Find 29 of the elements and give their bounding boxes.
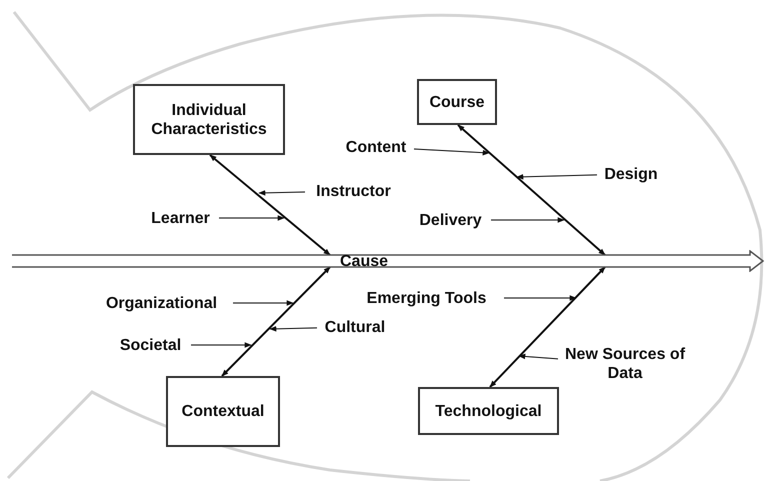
arrow xyxy=(269,326,318,332)
cause-label: New Sources of Data xyxy=(558,344,692,384)
arrow xyxy=(504,295,577,301)
arrow xyxy=(518,354,558,360)
arrow xyxy=(516,174,598,180)
arrow xyxy=(490,217,565,223)
cause-label: Societal xyxy=(110,335,191,355)
arrow xyxy=(414,148,490,156)
bone-arrow xyxy=(209,154,331,256)
category-box: Course xyxy=(417,79,497,125)
cause-label: Learner xyxy=(142,208,219,228)
cause-label: Delivery xyxy=(410,210,491,230)
cause-label: Organizational xyxy=(90,293,233,313)
cause-label: Instructor xyxy=(305,181,402,201)
bone-arrow xyxy=(457,124,606,256)
category-box: Contextual xyxy=(166,376,280,447)
category-box: Individual Characteristics xyxy=(133,84,285,155)
arrow xyxy=(258,190,306,196)
cause-label: Cultural xyxy=(317,317,393,337)
bone-arrow xyxy=(489,266,606,388)
effect-label: Cause xyxy=(340,252,388,271)
arrow xyxy=(232,300,294,306)
cause-label: Content xyxy=(338,137,414,157)
category-box: Technological xyxy=(418,387,559,435)
arrow xyxy=(190,342,252,348)
cause-label: Design xyxy=(597,164,665,184)
arrow xyxy=(218,215,285,221)
cause-label: Emerging Tools xyxy=(349,288,504,308)
bone-arrow xyxy=(221,266,331,377)
